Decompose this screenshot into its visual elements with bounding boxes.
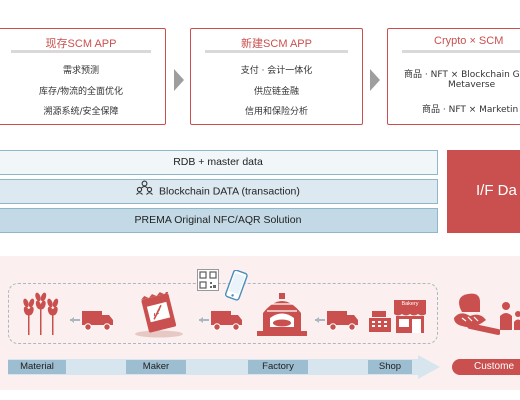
delivery-truck-icon: [70, 309, 116, 336]
app-line: 库存/物流的全面优化: [38, 87, 124, 97]
app-line: 信用和保险分析: [244, 107, 308, 117]
delivery-truck-icon: [315, 309, 361, 336]
customer-badge: Custome: [452, 359, 520, 375]
layer-rdb: RDB + master data: [0, 150, 438, 175]
layer-label: RDB + master data: [173, 156, 263, 168]
bread-icon: [452, 290, 501, 341]
layer-label: PREMA Original NFC/AQR Solution: [134, 214, 302, 226]
stage-label-factory: Factory: [262, 361, 294, 372]
app-box-existing-scm: 现存SCM APP 需求预测 库存/物流的全面优化 溯源系统/安全保障: [0, 28, 166, 125]
cash-register-icon: [368, 311, 392, 338]
bread-oven-icon: [257, 291, 307, 342]
customer-label: Custome: [474, 361, 515, 372]
app-line: 商品 · NFT × Blockchain G: [404, 70, 520, 80]
app-box-crypto-scm: Crypto × SCM 商品 · NFT × Blockchain G Met…: [387, 28, 520, 125]
chevron-right-icon: [174, 69, 184, 91]
chevron-right-icon: [370, 69, 380, 91]
stage-label-material: Material: [20, 361, 54, 372]
shop-sign-label: Bakery: [401, 301, 419, 307]
app-line: 商品 · NFT × Marketin: [422, 105, 519, 115]
title-underline: [402, 50, 520, 53]
users-network-icon: [136, 180, 154, 204]
app-title: Crypto × SCM: [434, 35, 504, 47]
supply-chain-frame: [8, 283, 438, 344]
customers-icon: [499, 298, 520, 339]
app-box-new-scm: 新建SCM APP 支付 · 会计一体化 供应链金融 信用和保险分析: [190, 28, 363, 125]
app-line: 需求预测: [62, 66, 99, 76]
app-line: 供应链金融: [253, 87, 299, 97]
layer-prema: PREMA Original NFC/AQR Solution: [0, 208, 438, 233]
wheat-icon: [18, 291, 64, 340]
delivery-truck-icon: [199, 309, 245, 336]
smartphone-icon: [222, 269, 250, 307]
interface-data-box: I/F Da: [447, 150, 520, 233]
title-underline: [205, 50, 348, 53]
interface-label: I/F Da: [476, 182, 517, 199]
layer-blockchain: Blockchain DATA (transaction): [0, 179, 438, 204]
qr-code-icon: [197, 269, 219, 296]
stage-label-shop: Shop: [378, 361, 402, 372]
layer-label: Blockchain DATA (transaction): [159, 185, 300, 198]
app-line: 溯源系统/安全保障: [43, 107, 119, 117]
app-line: Metaverse: [448, 80, 496, 90]
app-title: 现存SCM APP: [45, 38, 117, 50]
flour-bag-icon: [130, 290, 188, 343]
app-line: 支付 · 会计一体化: [240, 66, 313, 76]
supply-chain-arrow: Material Maker Factory Shop: [8, 355, 440, 381]
bakery-shop-icon: Bakery: [392, 298, 428, 334]
app-title: 新建SCM APP: [241, 38, 312, 50]
title-underline: [11, 50, 151, 53]
stage-label-maker: Maker: [142, 361, 170, 372]
